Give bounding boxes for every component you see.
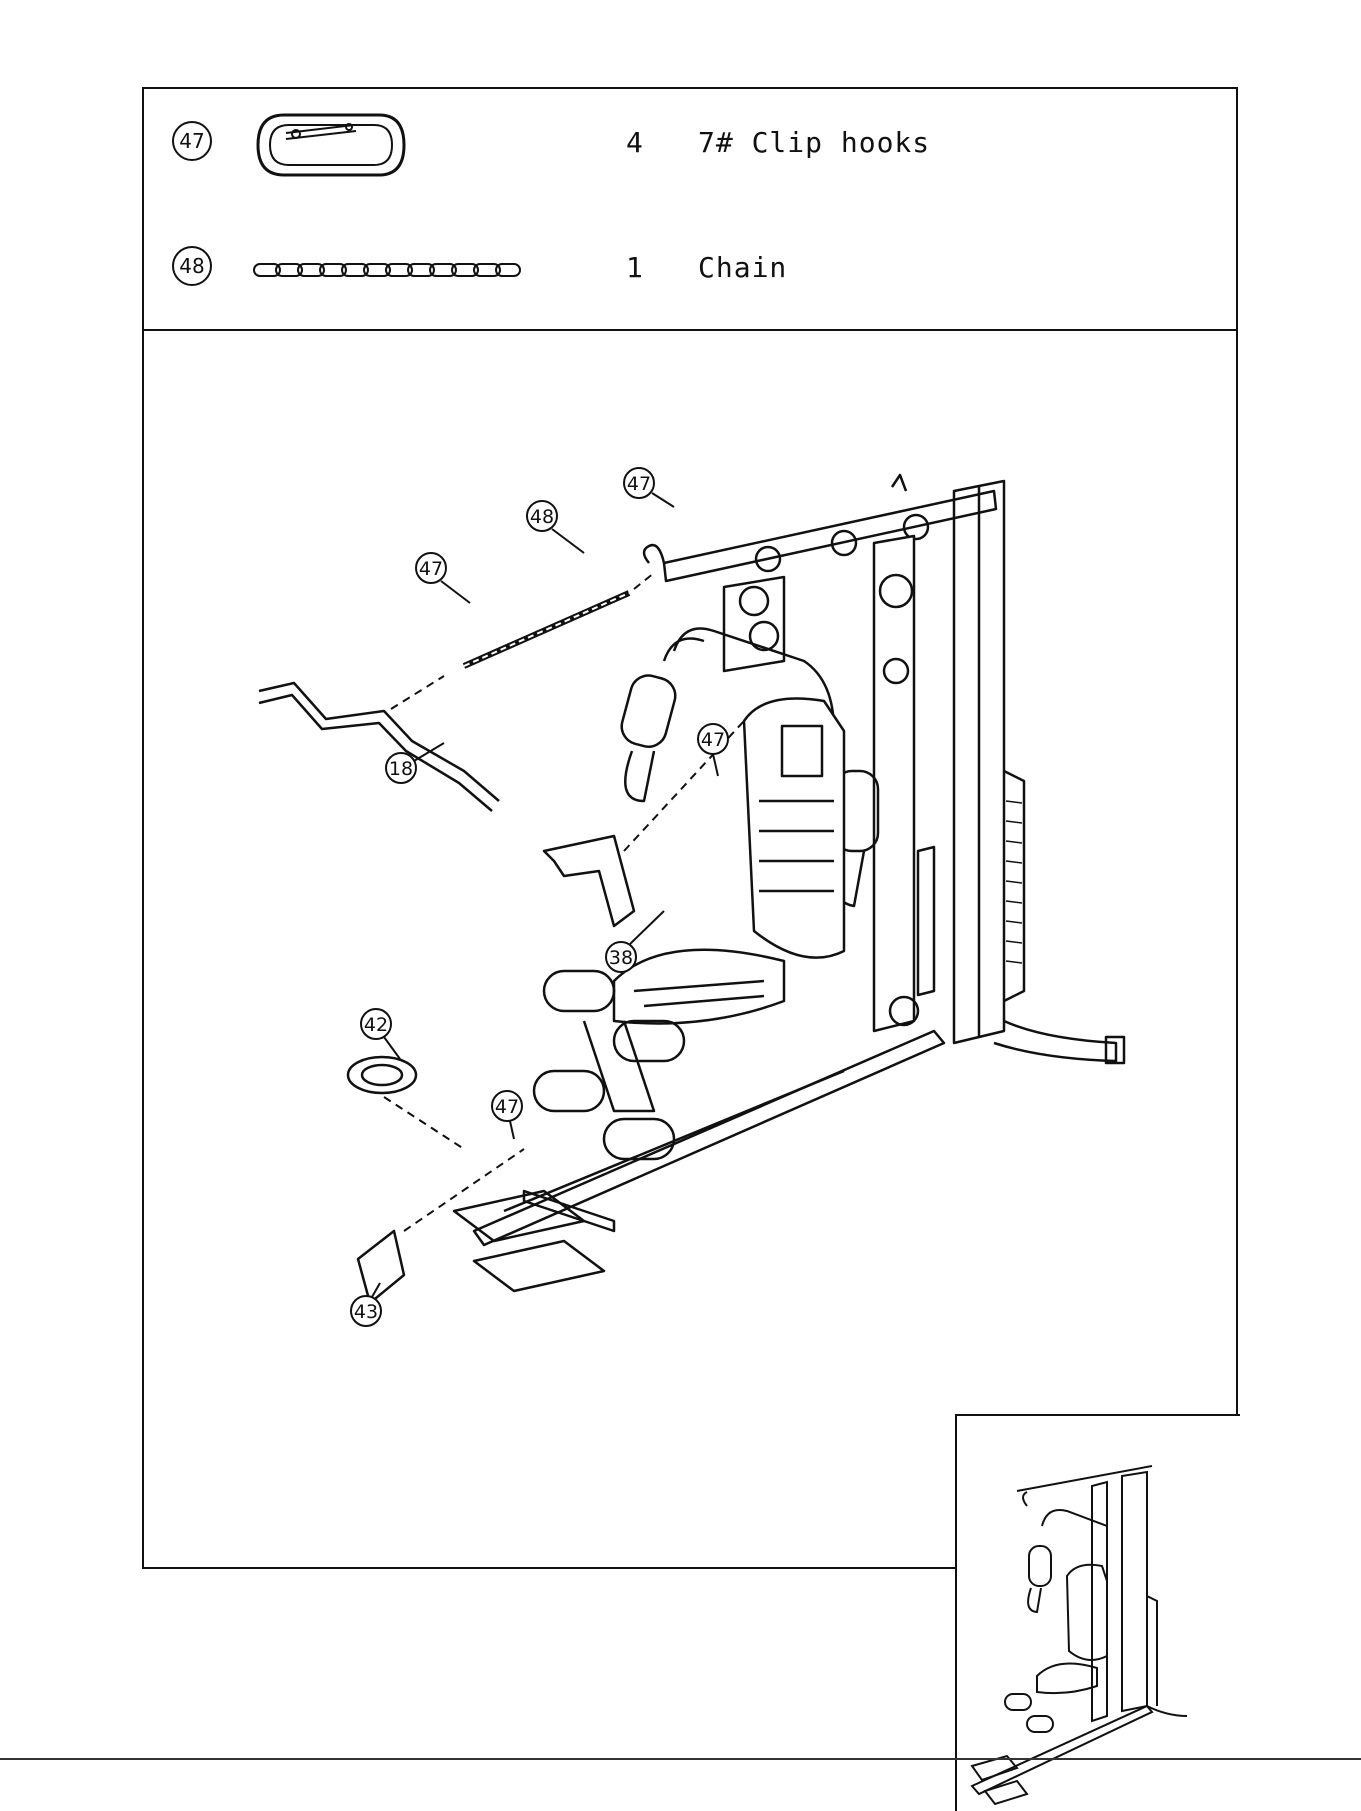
- clip-hook-icon: [244, 103, 414, 193]
- parts-list-row: 47 4 7# Clip hooks: [144, 99, 1236, 189]
- callout-38: 38: [609, 947, 633, 969]
- assembly-page-frame: 47 4 7# Clip hooks 48: [142, 87, 1238, 1569]
- callout-43: 43: [354, 1301, 378, 1323]
- parts-list-row: 48: [144, 224, 1236, 314]
- part-description: Chain: [698, 251, 787, 284]
- part-number-badge: 48: [172, 246, 212, 286]
- chain-icon: [244, 228, 534, 318]
- part-quantity: 4: [626, 126, 643, 159]
- part-number-badge: 47: [172, 121, 212, 161]
- page-bottom-rule: [0, 1758, 1361, 1760]
- callout-18: 18: [389, 758, 413, 780]
- callout-47: 47: [701, 729, 725, 751]
- callout-47: 47: [627, 473, 651, 495]
- callout-47: 47: [495, 1096, 519, 1118]
- assembled-thumbnail: [955, 1414, 1240, 1811]
- callout-48: 48: [530, 506, 554, 528]
- assembly-diagram: 47 48 47 18 47 38 42 47 43: [144, 331, 1236, 1569]
- part-quantity: 1: [626, 251, 643, 284]
- home-gym-drawing: 47 48 47 18 47 38 42 47 43: [144, 331, 1236, 1569]
- assembled-gym-icon: [957, 1416, 1240, 1811]
- callout-47: 47: [419, 558, 443, 580]
- part-description: 7# Clip hooks: [698, 126, 930, 159]
- parts-list: 47 4 7# Clip hooks 48: [144, 89, 1236, 331]
- callout-42: 42: [364, 1014, 388, 1036]
